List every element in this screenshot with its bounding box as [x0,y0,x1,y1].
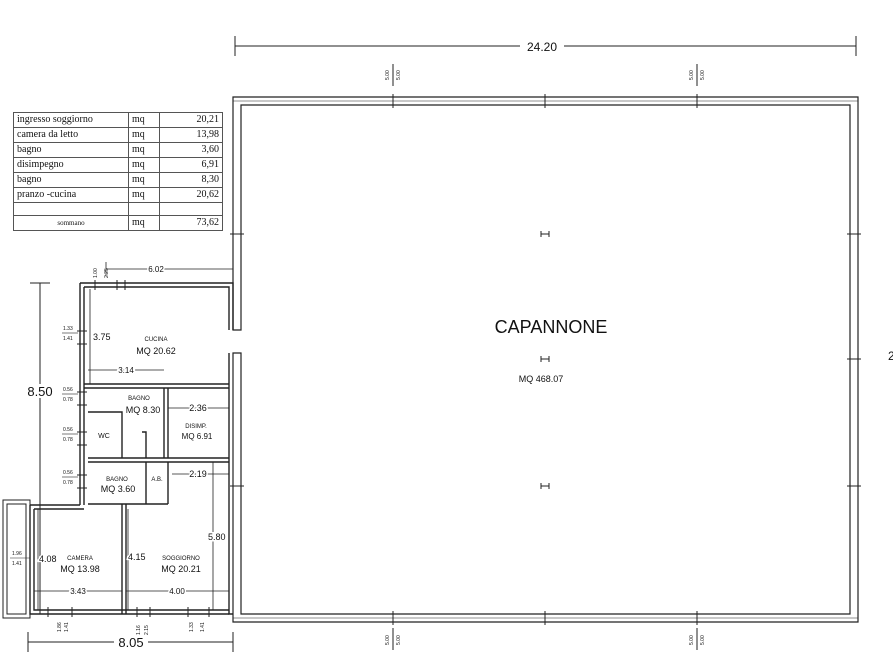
win-5-top: 1.96 [12,551,22,557]
dim-cucina-h: 3.75 [93,332,111,342]
warehouse-name: CAPANNONE [495,317,608,337]
house-annex [2,499,31,619]
tick-label-top-1b: 5.00 [396,70,402,80]
room-bagno-big-name: BAGNO [128,396,150,402]
room-camera-area: MQ 13.98 [60,564,100,574]
room-wc-name: WC [98,433,110,440]
room-camera-name: CAMERA [67,556,93,562]
win-bot-b2: 2.15 [144,625,150,635]
room-disimp-area: MQ 6.91 [182,432,213,441]
room-bagno-small-name: BAGNO [106,477,128,483]
dim-left-height-label: 8.50 [27,384,52,399]
win-1-bot: 1.41 [63,336,73,342]
win-1-top: 1.33 [63,326,73,332]
room-cucina-area: MQ 20.62 [136,346,176,356]
win-bot-a1: 1.86 [57,622,63,632]
tick-label-bottom-1b: 5.00 [396,635,402,645]
win-3-bot: 0.78 [63,437,73,443]
win-2-top: 0.56 [63,387,73,393]
total-label-cell: sommano [13,215,129,231]
win-5-bot: 1.41 [12,561,22,567]
room-ab-name: A.B. [151,477,163,483]
tick-label-bottom-1: 5.00 [385,635,391,645]
win-3-top: 0.56 [63,427,73,433]
room-soggiorno-area: MQ 20.21 [161,564,201,574]
dim-sogg-h: 5.80 [208,532,226,542]
dim-sogg-w: 4.00 [169,587,185,596]
wall-ticks [230,94,861,625]
tick-label-top-2b: 5.00 [700,70,706,80]
dim-sogg-h2: 4.15 [128,552,146,562]
bottom-ticks [392,628,698,650]
pillar-marks [540,231,550,489]
top-ticks [392,64,698,86]
table-row-blank [13,202,223,216]
win-bot-a2: 1.41 [64,622,70,632]
house-walls [29,282,234,615]
warehouse-area: MQ 468.07 [519,374,564,384]
total-value-cell: 73,62 [159,215,223,231]
room-bagno-small-area: MQ 3.60 [101,484,136,494]
dim-house-top: 6.02 [148,265,164,274]
dim-disimp-w: 2.36 [189,403,207,413]
win-4-bot: 0.78 [63,480,73,486]
dim-right-cut: 2 [888,349,893,363]
dim-top-width-label: 24.20 [527,40,557,54]
window-dims-left [10,332,78,559]
win-2-bot: 0.78 [63,397,73,403]
win-4-top: 0.56 [63,470,73,476]
win-bot-c1: 1.33 [189,622,195,632]
dim-camera-w: 3.43 [70,587,86,596]
room-soggiorno-name: SOGGIORNO [162,556,200,562]
room-cucina-name: CUCINA [144,337,167,343]
dim-left-height [30,282,50,614]
win-bot-b1: 1.16 [136,625,142,635]
tick-label-bottom-2b: 5.00 [700,635,706,645]
dim-ab-w: 2.19 [189,469,207,479]
win-bot-c2: 1.41 [200,622,206,632]
room-bagno-big-area: MQ 8.30 [126,405,161,415]
win-top-a: 1.00 [93,268,99,278]
house-ticks [47,280,210,617]
dim-camera-h: 4.08 [39,554,57,564]
dim-cucina-w: 3.14 [118,366,134,375]
room-disimp-name: DISIMP. [185,424,207,430]
dim-bottom-width-label: 8.05 [118,635,143,650]
inner-dim-lines [34,262,233,610]
tick-label-top-2: 5.00 [689,70,695,80]
tick-label-bottom-2: 5.00 [689,635,695,645]
win-top-b: 2.25 [104,268,110,278]
tick-label-top-1: 5.00 [385,70,391,80]
